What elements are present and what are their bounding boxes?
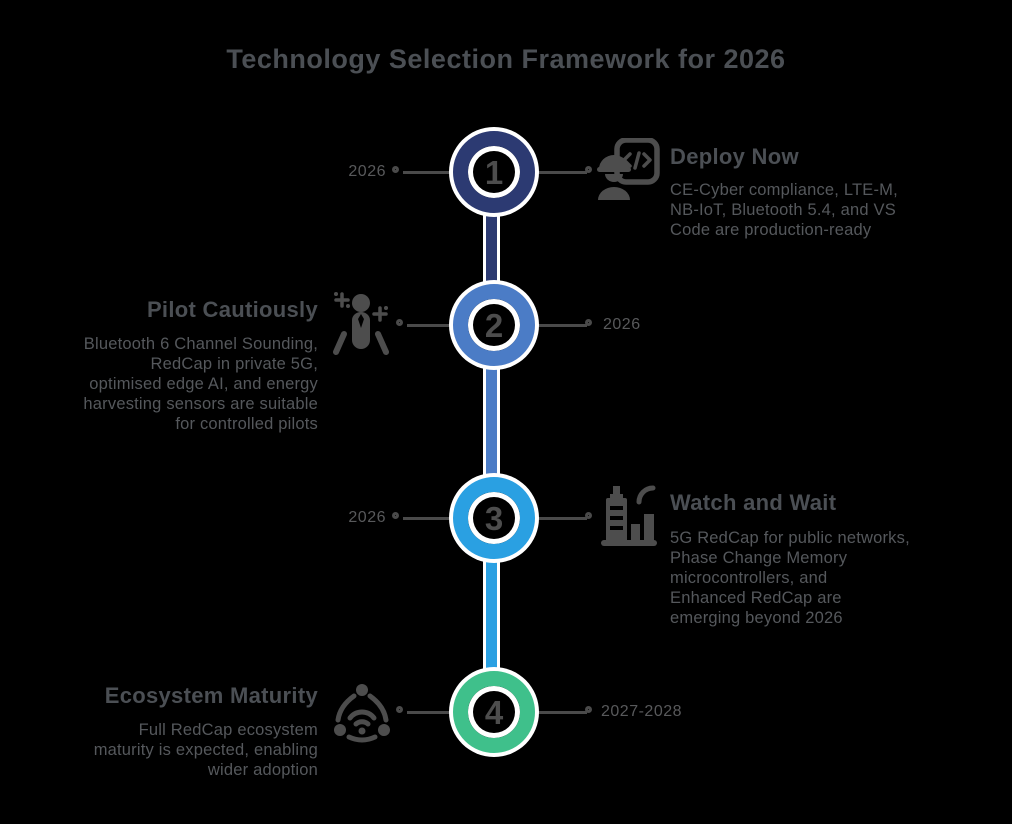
step-1-left-dot (392, 166, 399, 173)
step-3-number: 3 (484, 499, 504, 537)
step-4-right-dot (585, 706, 592, 713)
step-3-body: 5G RedCap for public networks, Phase Cha… (670, 529, 910, 627)
step-4-year: 2027-2028 (601, 703, 683, 720)
timeline-node-3: 3 (453, 477, 535, 559)
step-4-heading: Ecosystem Maturity (104, 683, 318, 708)
step-2-heading: Pilot Cautiously (146, 297, 318, 322)
smart-building-signal-icon (599, 484, 661, 550)
step-1-body: CE-Cyber compliance, LTE-M, NB-IoT, Blue… (670, 181, 898, 239)
step-1-year: 2026 (348, 163, 386, 180)
step-1-left-line (403, 171, 455, 174)
step-2-body: Bluetooth 6 Channel Sounding, RedCap in … (83, 335, 318, 433)
spine-segment-2-3 (483, 325, 500, 518)
step-3-left-dot (392, 512, 399, 519)
ecosystem-network-icon (332, 682, 392, 746)
step-1-number: 1 (484, 153, 504, 191)
step-2-right-dot (585, 319, 592, 326)
step-2-right-line (537, 324, 587, 327)
step-3-right-line (537, 517, 587, 520)
step-3-year: 2026 (348, 509, 386, 526)
step-4-number: 4 (484, 693, 504, 731)
step-1-heading: Deploy Now (670, 144, 799, 169)
timeline-node-1: 1 (453, 131, 535, 213)
step-4-left-dot (396, 706, 403, 713)
step-1-right-dot (585, 166, 592, 173)
step-2-number: 2 (484, 306, 504, 344)
person-sparkles-icon (330, 290, 392, 358)
timeline-node-4: 4 (453, 671, 535, 753)
step-4-left-line (407, 711, 455, 714)
step-4-right-line (537, 711, 587, 714)
step-2-left-line (407, 324, 455, 327)
step-3-right-dot (585, 512, 592, 519)
page-title: Technology Selection Framework for 2026 (226, 44, 786, 74)
step-2-year: 2026 (603, 316, 641, 333)
step-3-left-line (403, 517, 455, 520)
step-2-left-dot (396, 319, 403, 326)
engineer-code-icon (597, 138, 661, 208)
step-1-right-line (537, 171, 587, 174)
step-3-heading: Watch and Wait (670, 490, 837, 515)
step-4-body: Full RedCap ecosystem maturity is expect… (93, 721, 318, 779)
spine-segment-3-4 (483, 518, 500, 712)
timeline-node-2: 2 (453, 284, 535, 366)
